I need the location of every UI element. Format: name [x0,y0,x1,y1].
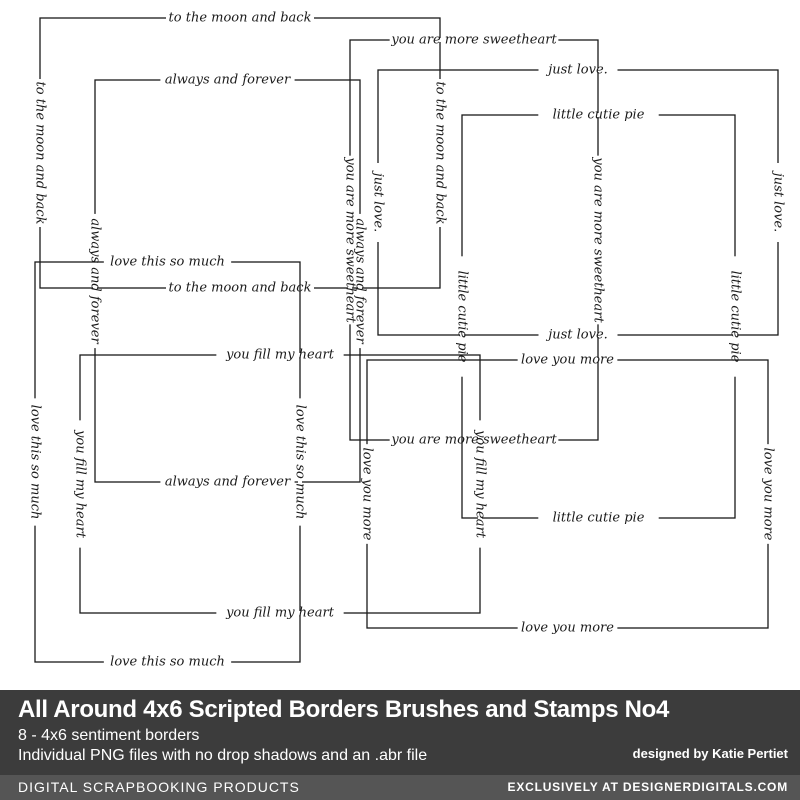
border-you-are-more-sweetheart: you are more sweetheart you are more swee… [343,33,606,448]
border-phrase-top: little cutie pie [553,108,645,123]
border-phrase-left: love you more [360,448,375,541]
border-phrase-bottom: love this so much [110,655,225,670]
border-phrase-bottom: just love. [545,328,608,343]
border-phrase-left: you fill my heart [73,429,88,539]
border-frame-line [366,359,769,629]
phrase-gap [776,163,780,242]
border-phrase-bottom: you are more sweetheart [390,433,557,448]
border-phrase-right: you fill my heart [473,429,488,539]
border-phrase-right: to the moon and back [433,82,448,225]
phrase-gap [216,611,344,615]
border-phrase-right: just love. [771,170,786,233]
border-phrase-top: to the moon and back [169,11,312,26]
phrase-gap [358,213,362,349]
phrase-gap [517,626,618,630]
phrase-gap [160,480,295,484]
phrase-gap [733,256,737,377]
border-just-love: just love. just love. just love. just love. [371,63,786,343]
phrase-gap [93,213,97,349]
border-phrase-bottom: always and forever [165,475,291,490]
border-phrase-top: you fill my heart [225,348,335,363]
phrase-gap [376,163,380,242]
border-phrase-left: little cutie pie [455,271,470,363]
border-phrase-right: always and forever [353,218,368,344]
phrase-gap [438,79,442,227]
phrase-gap [517,358,618,362]
phrase-gap [389,438,559,442]
phrase-gap [298,398,302,526]
border-phrase-top: love you more [521,353,614,368]
phrase-gap [538,113,659,117]
phrase-gap [365,444,369,544]
product-subtitle-format: Individual PNG files with no drop shadow… [18,747,428,764]
border-phrase-left: to the moon and back [33,82,48,225]
product-title: All Around 4x6 Scripted Borders Brushes … [18,696,670,723]
bottom-band: DIGITAL SCRAPBOOKING PRODUCTS EXCLUSIVEL… [0,775,800,800]
border-phrase-top: just love. [545,63,608,78]
phrase-gap [78,420,82,548]
border-always-and-forever: always and forever always and forever alwa… [88,73,368,490]
border-phrase-left: just love. [371,170,386,233]
border-phrase-left: love this so much [28,405,43,520]
border-phrase-bottom: little cutie pie [553,511,645,526]
phrase-gap [538,516,659,520]
border-phrase-bottom: love you more [521,621,614,636]
border-phrase-right: little cutie pie [728,271,743,363]
phrase-gap [216,353,344,357]
border-you-fill-my-heart: you fill my heart you fill my heart you fi… [73,348,488,621]
border-phrase-top: love this so much [110,255,225,270]
border-phrase-top: always and forever [165,73,291,88]
border-frame-line [349,39,599,441]
border-phrase-bottom: to the moon and back [169,281,312,296]
phrase-gap [389,38,559,42]
phrase-gap [33,398,37,526]
border-love-you-more: love you more love you more love you more l… [360,353,776,636]
border-phrase-right: love you more [761,448,776,541]
phrase-gap [103,260,232,264]
phrase-gap [766,444,770,544]
phrase-gap [166,286,314,290]
phrase-gap [538,68,618,72]
category-label: DIGITAL SCRAPBOOKING PRODUCTS [18,779,300,795]
phrase-gap [160,78,295,82]
border-phrase-bottom: you fill my heart [225,606,335,621]
phrase-gap [478,420,482,548]
product-subtitle-count: 8 - 4x6 sentiment borders [18,727,200,744]
border-phrase-left: always and forever [88,218,103,344]
border-phrase-right: you are more sweetheart [591,156,606,323]
designer-credit: designed by Katie Pertiet [632,746,788,761]
phrase-gap [538,333,618,337]
phrase-gap [38,79,42,227]
border-preview-artboard: to the moon and back to the moon and back… [27,10,786,670]
scripted-borders-illustration: to the moon and back to the moon and back… [28,11,786,670]
phrase-gap [460,256,464,377]
phrase-gap [166,16,314,20]
border-to-the-moon-and-back: to the moon and back to the moon and back… [33,11,448,296]
phrase-gap [348,155,352,325]
phrase-gap [596,155,600,325]
border-phrase-left: you are more sweetheart [343,156,358,323]
border-little-cutie-pie: little cutie pie little cutie pie little c… [455,108,743,526]
product-info-bar: All Around 4x6 Scripted Borders Brushes … [0,690,800,800]
border-phrase-right: love this so much [293,405,308,520]
border-phrase-top: you are more sweetheart [390,33,557,48]
phrase-gap [103,660,232,664]
store-label: EXCLUSIVELY AT DESIGNERDIGITALS.COM [507,780,788,794]
border-love-this-so-much: love this so much love this so much love t… [28,255,308,670]
